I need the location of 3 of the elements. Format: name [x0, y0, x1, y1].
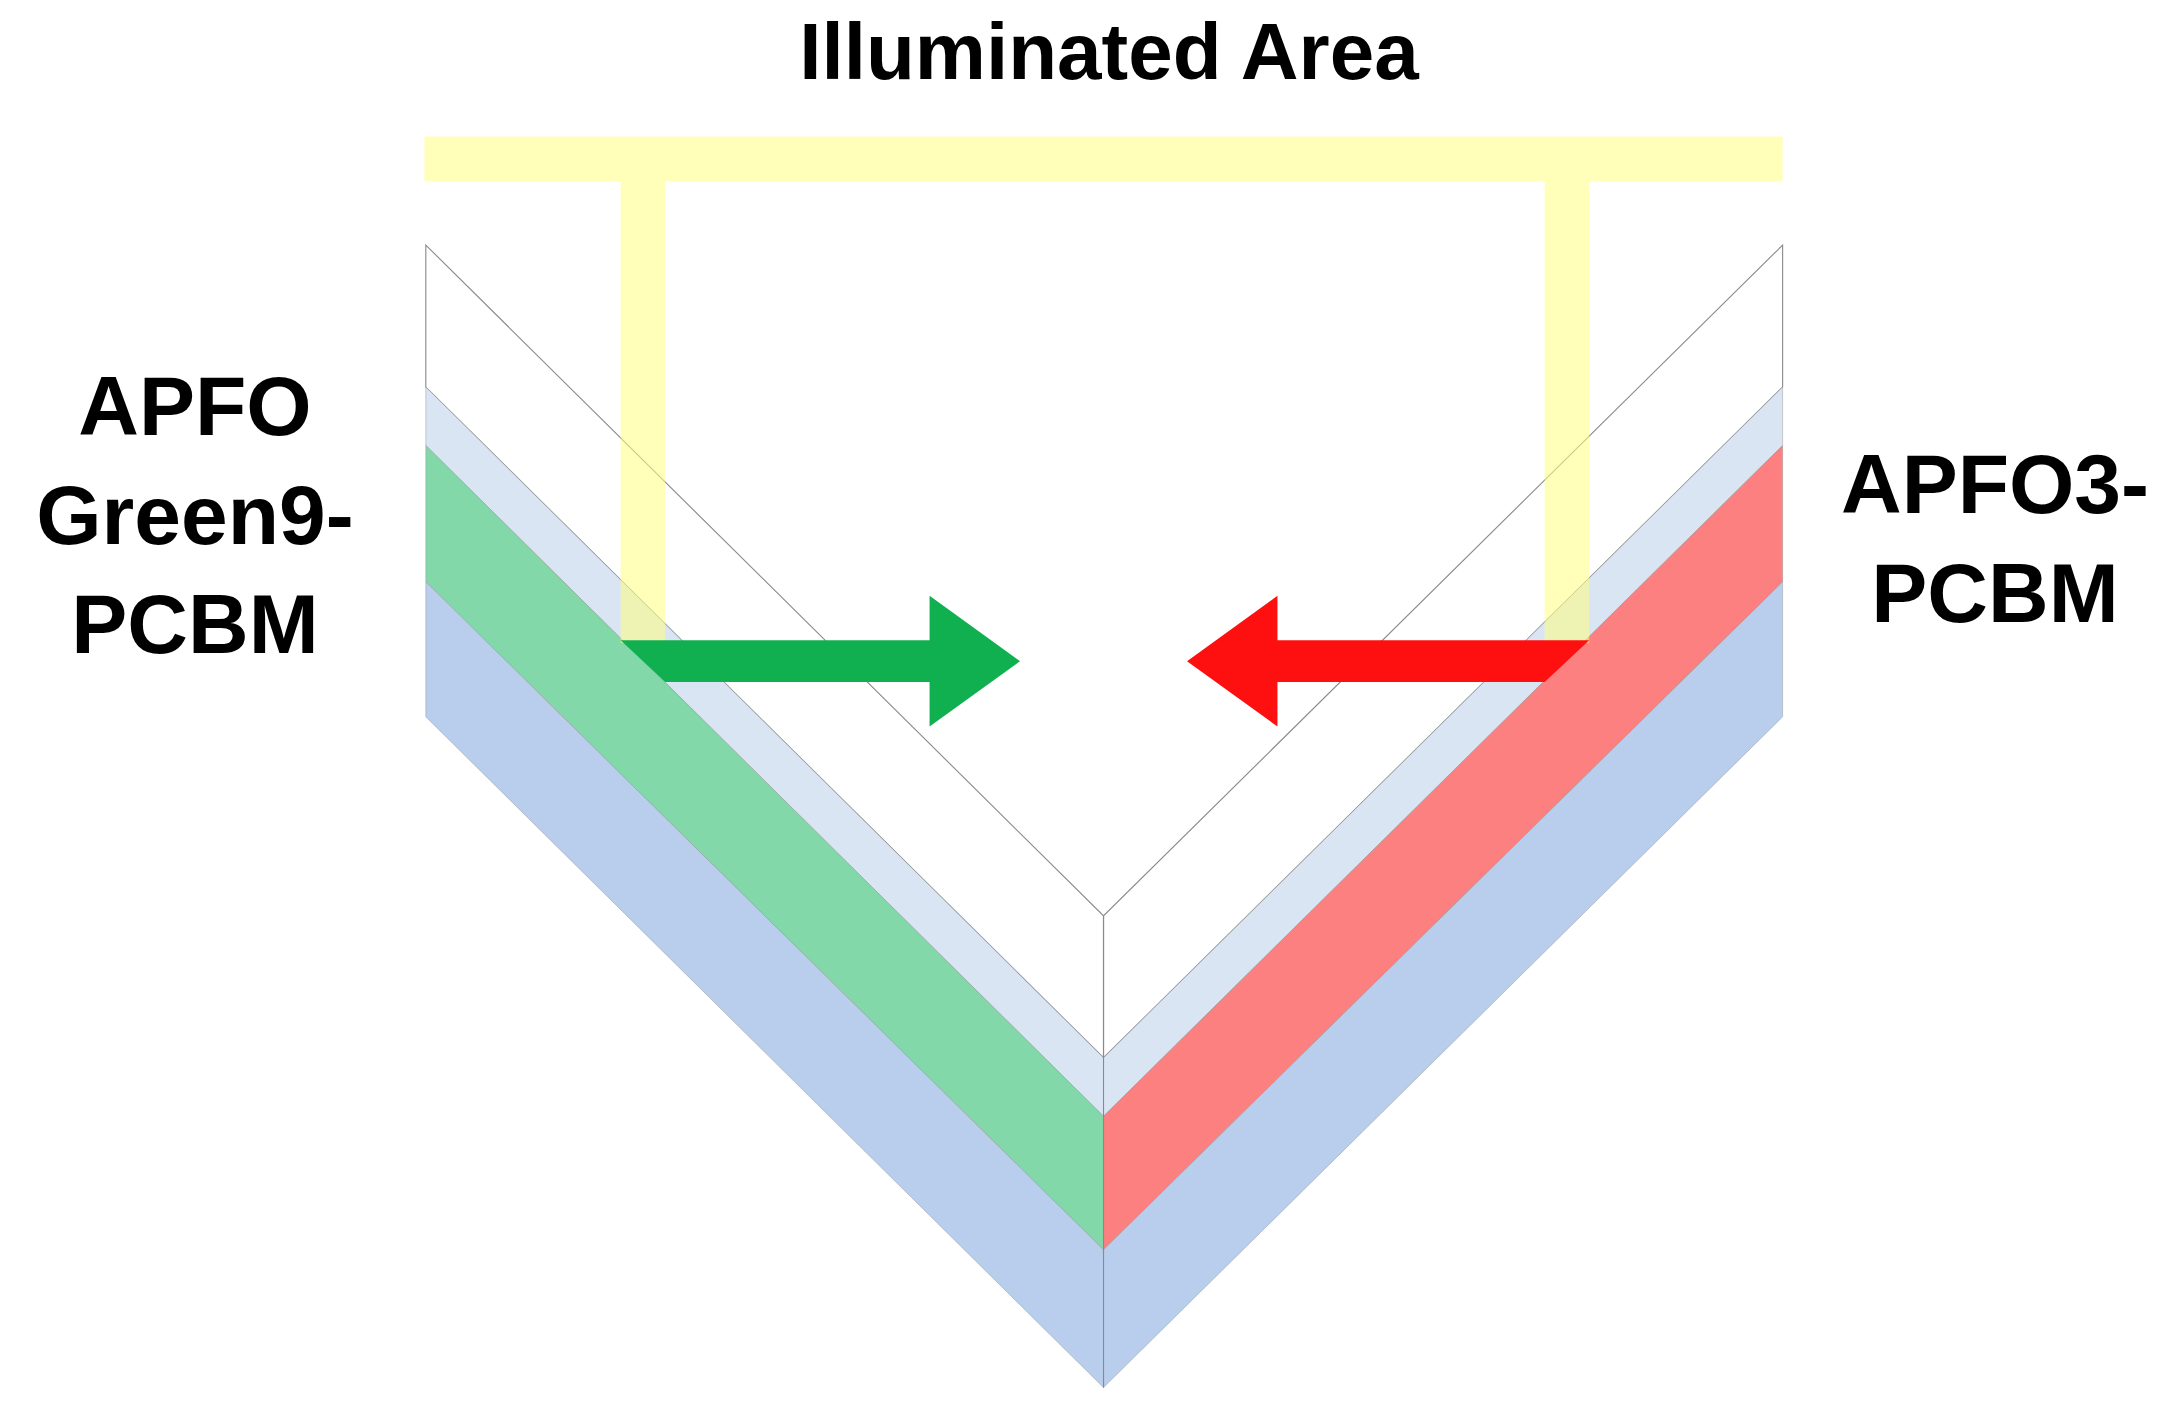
layer-label: APFO3-PCBM	[1840, 436, 2150, 643]
layer-label: APFO Green9-PCBM	[35, 358, 355, 674]
title: Illuminated Area	[798, 12, 1421, 92]
